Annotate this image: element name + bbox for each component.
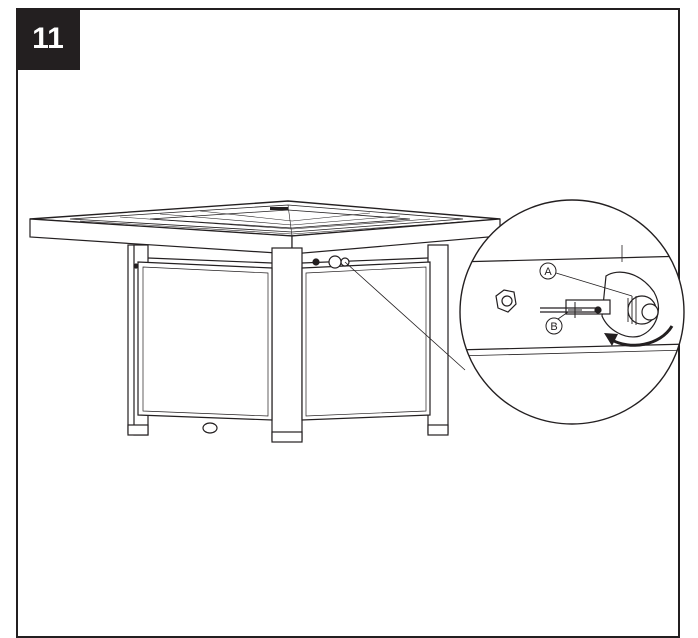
hinge-dot [133, 263, 139, 269]
callout-a: A [539, 262, 633, 297]
side-panel-right-inner [305, 266, 427, 417]
table-top-inner-frame [69, 204, 464, 233]
rotate-clockwise-arrow-icon [611, 325, 674, 347]
hardware-small [312, 258, 320, 266]
foot-front [271, 431, 303, 443]
step-number: 11 [32, 22, 64, 55]
control-knob-face [641, 303, 659, 321]
foot-right [427, 424, 449, 436]
side-panel-right [301, 261, 431, 421]
assembly-illustration: A B [29, 199, 685, 443]
leg-front [271, 247, 303, 441]
fire-table [29, 200, 501, 443]
callout-a-label: A [544, 266, 552, 278]
burner-opening [149, 209, 411, 229]
underside-knob [202, 422, 218, 434]
zoom-leader-line [344, 261, 466, 371]
side-panel-left [137, 261, 273, 421]
callout-b: B [545, 311, 569, 335]
side-panel-left-inner [142, 266, 269, 417]
callout-b-label: B [550, 321, 557, 333]
tabletop-marker [270, 207, 288, 210]
foot-left [127, 424, 149, 436]
tabletop-slats [79, 204, 461, 237]
zoom-panel-top-edge [460, 255, 684, 263]
detail-zoom: A B [459, 199, 685, 425]
igniter-knob-small [328, 255, 342, 269]
rail-right [301, 257, 429, 264]
step-number-badge: 11 [16, 8, 80, 70]
rail-left [147, 257, 273, 264]
zoom-panel-bottom-edge [460, 343, 684, 351]
